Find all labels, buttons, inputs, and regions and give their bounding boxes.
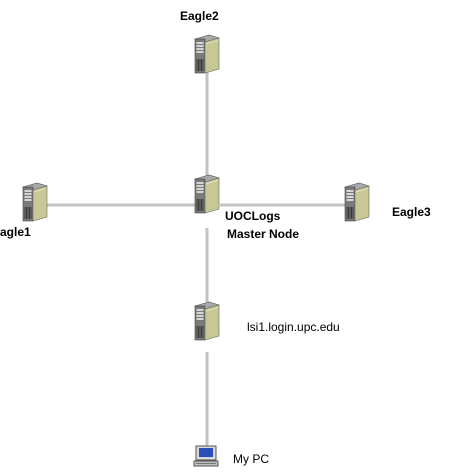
master-node-label-line1: UOCLogs: [225, 209, 281, 223]
network-links: [46, 72, 346, 446]
server-icon: [193, 301, 221, 341]
master-node-label-line2: Master Node: [227, 227, 300, 241]
eagle1-label: agle1: [0, 225, 31, 239]
server-icon: [193, 34, 221, 74]
eagle2-label: Eagle2: [180, 9, 219, 23]
login-node-label: lsi1.login.upc.edu: [247, 320, 340, 334]
server-icon: [343, 182, 371, 222]
server-icon: [21, 182, 49, 222]
desktop-pc-icon: [193, 445, 219, 467]
server-icon: [193, 174, 221, 214]
eagle3-label: Eagle3: [392, 205, 431, 219]
my-pc-label: My PC: [233, 452, 269, 466]
